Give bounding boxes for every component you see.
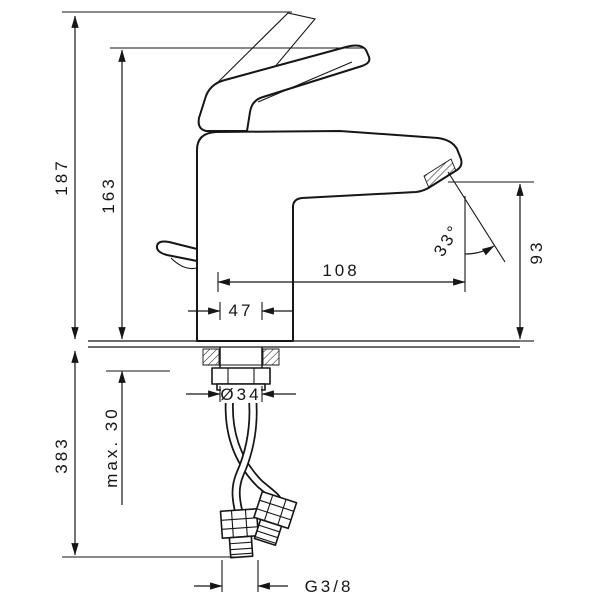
aerator-hatch [423, 158, 457, 189]
dimension-93: 93 [448, 181, 546, 342]
dimension-dia34-label: Ø34 [220, 385, 261, 404]
faucet-body-outline [196, 130, 463, 342]
dimension-33deg-label: 33° [430, 220, 465, 260]
dimension-163: 163 [99, 47, 364, 340]
hose-fitting-left [219, 507, 260, 559]
dimension-47: 47 [188, 301, 294, 320]
countertop-lines [88, 340, 520, 348]
dimension-187-label: 187 [52, 158, 71, 195]
dimension-163-label: 163 [99, 176, 118, 213]
side-lever-outline [155, 240, 198, 270]
dimension-max30-label: max. 30 [102, 406, 121, 487]
mounting-hardware [202, 347, 280, 391]
dimension-383-label: 383 [52, 436, 71, 473]
dimension-383: 383 [52, 350, 237, 558]
dimension-108: 108 [217, 261, 466, 292]
lever-handle-outline [197, 44, 371, 132]
hose-fitting-right [253, 490, 298, 547]
dimension-187: 187 [52, 11, 292, 340]
dimension-47-label: 47 [229, 301, 254, 320]
dimension-g38: G3/8 [194, 560, 354, 596]
dimension-33deg: 33° [430, 171, 506, 292]
dimension-g38-label: G3/8 [305, 577, 354, 596]
dimension-93-label: 93 [527, 240, 546, 265]
dimension-max30: max. 30 [102, 370, 170, 505]
dimension-dia34: Ø34 [186, 385, 296, 404]
raised-handle-outline [205, 12, 317, 107]
dimension-108-label: 108 [322, 261, 359, 280]
